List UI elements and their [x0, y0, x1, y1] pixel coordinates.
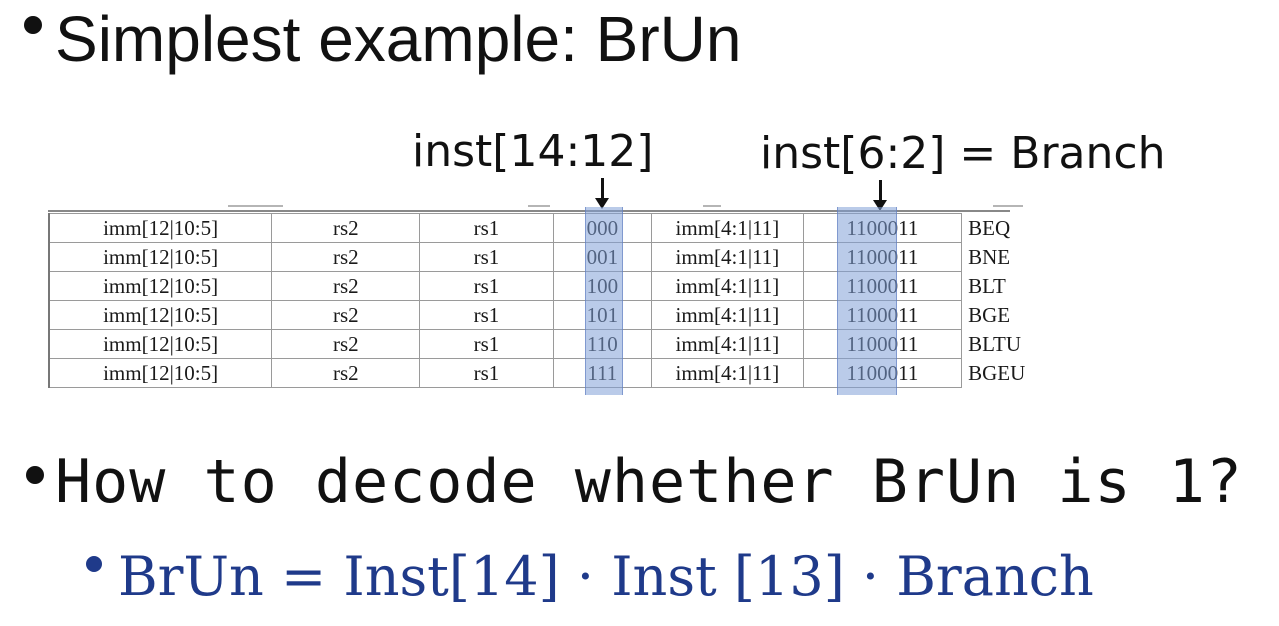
brun-formula: BrUn = Inst[14] · Inst [13] · Branch [118, 545, 1094, 608]
opcode-arrow-stem [879, 180, 882, 202]
table-header-remnant [228, 205, 283, 211]
funct3-callout: inst[14:12] [412, 126, 654, 177]
slide-title: Simplest example: BrUn [55, 3, 742, 75]
table-row: imm[12|10:5]rs2rs1110imm[4:1|11]1100011B… [48, 329, 1048, 359]
branch-encoding-table: imm[12|10:5]rs2rs1000imm[4:1|11]1100011B… [48, 205, 1048, 395]
rs2-cell: rs2 [271, 271, 420, 301]
question-text: How to decode whether BrUn is 1? [55, 447, 1243, 517]
opcode-arrow-head [873, 200, 887, 211]
table-row: imm[12|10:5]rs2rs1100imm[4:1|11]1100011B… [48, 271, 1048, 301]
table-header-remnant [993, 205, 1023, 211]
instruction-name-cell: BGEU [961, 358, 1048, 388]
rs2-cell: rs2 [271, 213, 420, 243]
imm-lo-cell: imm[4:1|11] [651, 329, 804, 359]
table-row: imm[12|10:5]rs2rs1000imm[4:1|11]1100011B… [48, 213, 1048, 243]
rs1-cell: rs1 [419, 329, 554, 359]
rs2-cell: rs2 [271, 329, 420, 359]
rs1-cell: rs1 [419, 242, 554, 272]
table-header-remnant [528, 205, 550, 211]
table-row: imm[12|10:5]rs2rs1111imm[4:1|11]1100011B… [48, 358, 1048, 388]
instruction-name-cell: BLT [961, 271, 1048, 301]
imm-lo-cell: imm[4:1|11] [651, 242, 804, 272]
imm-hi-cell: imm[12|10:5] [48, 329, 272, 359]
encoding-table: imm[12|10:5]rs2rs1000imm[4:1|11]1100011B… [48, 213, 1048, 388]
rs1-cell: rs1 [419, 358, 554, 388]
imm-lo-cell: imm[4:1|11] [651, 271, 804, 301]
funct3-arrow-stem [601, 178, 604, 200]
table-top-border [48, 210, 1010, 212]
imm-hi-cell: imm[12|10:5] [48, 213, 272, 243]
imm-lo-cell: imm[4:1|11] [651, 358, 804, 388]
imm-hi-cell: imm[12|10:5] [48, 300, 272, 330]
rs2-cell: rs2 [271, 358, 420, 388]
instruction-name-cell: BEQ [961, 213, 1048, 243]
instruction-name-cell: BNE [961, 242, 1048, 272]
table-row: imm[12|10:5]rs2rs1101imm[4:1|11]1100011B… [48, 300, 1048, 330]
imm-hi-cell: imm[12|10:5] [48, 358, 272, 388]
imm-lo-cell: imm[4:1|11] [651, 300, 804, 330]
imm-hi-cell: imm[12|10:5] [48, 271, 272, 301]
rs2-cell: rs2 [271, 300, 420, 330]
opcode-callout: inst[6:2] = Branch [760, 128, 1166, 179]
rs1-cell: rs1 [419, 271, 554, 301]
opcode-highlight [837, 207, 897, 395]
title-bullet [24, 16, 42, 34]
formula-bullet [86, 556, 102, 572]
table-header-remnant [703, 205, 721, 211]
funct3-highlight [585, 207, 623, 395]
imm-hi-cell: imm[12|10:5] [48, 242, 272, 272]
rs1-cell: rs1 [419, 300, 554, 330]
rs1-cell: rs1 [419, 213, 554, 243]
instruction-name-cell: BGE [961, 300, 1048, 330]
funct3-arrow-head [595, 198, 609, 209]
table-row: imm[12|10:5]rs2rs1001imm[4:1|11]1100011B… [48, 242, 1048, 272]
imm-lo-cell: imm[4:1|11] [651, 213, 804, 243]
question-bullet [26, 466, 44, 484]
instruction-name-cell: BLTU [961, 329, 1048, 359]
rs2-cell: rs2 [271, 242, 420, 272]
